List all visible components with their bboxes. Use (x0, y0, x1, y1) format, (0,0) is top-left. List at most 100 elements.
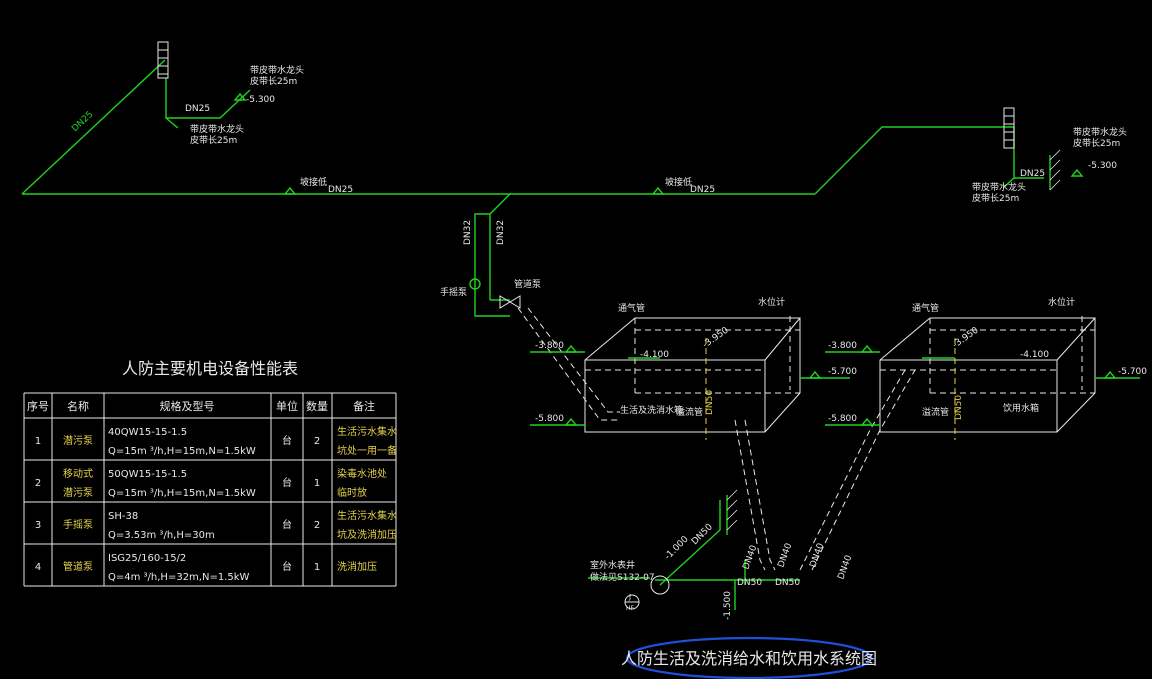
slope-markers (233, 92, 1084, 195)
label-tap-left-top-1: 带皮带水龙头 (250, 64, 304, 76)
label-elev-3950-2: -3.950 (951, 325, 981, 350)
label-dn32-1: DN32 (463, 220, 473, 245)
label-overflow-2: 溢流管 (922, 406, 949, 418)
row-3-note1: 生活污水集水 (337, 509, 397, 522)
row-1-qty: 2 (314, 436, 320, 447)
row-1-spec1: 40QW15-15-1.5 (108, 427, 187, 438)
label-tap-right-top-1: 带皮带水龙头 (1073, 126, 1127, 138)
row-3-spec2: Q=3.53m ³/h,H=30m (108, 530, 215, 541)
label-elev-1000: -1.000 (663, 534, 691, 562)
row-4-note1: 洗消加压 (337, 560, 377, 573)
row-2-unit: 台 (282, 476, 292, 489)
label-overflow-1: 溢流管 (676, 406, 703, 418)
label-dn40-1: DN40 (741, 544, 759, 571)
row-1-name: 潜污泵 (63, 434, 93, 447)
row-2-spec2: Q=15m ³/h,H=15m,N=1.5kW (108, 488, 256, 499)
table-row: 1 潜污泵 40QW15-15-1.5 Q=15m ³/h,H=15m,N=1.… (35, 425, 397, 457)
label-elev-3800-2: -3.800 (828, 341, 857, 351)
row-3-no: 3 (35, 520, 41, 531)
label-meter-no: HF (626, 605, 635, 612)
label-slope-2: 坡接低 (665, 176, 692, 188)
label-tap-right-bottom-2: 皮带长25m (972, 192, 1019, 204)
label-tap-right-top-2: 皮带长25m (1073, 137, 1120, 149)
label-elev-left: -5.300 (246, 95, 275, 105)
row-2-no: 2 (35, 478, 41, 489)
table-row: 3 手摇泵 SH-38 Q=3.53m ³/h,H=30m 台 2 生活污水集水… (35, 509, 397, 541)
label-pipe-pump: 管道泵 (514, 278, 541, 290)
pipe-pump-symbol (499, 295, 521, 309)
water-meter-symbol (588, 575, 670, 610)
elevation-leaders (530, 344, 1140, 426)
row-2-note2: 临时放 (337, 486, 367, 499)
row-3-unit: 台 (282, 518, 292, 531)
label-tank-2: 饮用水箱 (1003, 402, 1039, 414)
label-elev-5700-2: -5.700 (1118, 367, 1147, 377)
label-dn50-tank-2: DN50 (954, 395, 964, 420)
label-elev-right: -5.300 (1088, 161, 1117, 171)
title-highlight-oval (625, 636, 873, 679)
row-3-note2: 坑及洗消加压 (337, 528, 397, 541)
label-dn50-lower-1: DN50 (737, 578, 762, 588)
row-4-name: 管道泵 (63, 560, 93, 573)
tank-1-box (584, 316, 801, 440)
row-2-spec1: 50QW15-15-1.5 (108, 469, 187, 480)
row-1-no: 1 (35, 436, 41, 447)
table-header-name: 名称 (67, 399, 89, 413)
label-elev-4100-1: -4.100 (640, 350, 669, 360)
row-4-unit: 台 (282, 560, 292, 573)
label-meter-1: 室外水表井 (590, 559, 635, 571)
label-dn40-2: DN40 (776, 542, 794, 569)
label-elev-3800-1: -3.800 (535, 341, 564, 351)
table-title: 人防主要机电设备性能表 (122, 359, 298, 378)
label-elev-5700-1: -5.700 (828, 367, 857, 377)
label-elev-5800-1: -5.800 (535, 414, 564, 424)
label-dn25-main-2: DN25 (690, 185, 715, 195)
label-elev-1500: -1.500 (723, 591, 733, 620)
table-row: 2 移动式 潜污泵 50QW15-15-1.5 Q=15m ³/h,H=15m,… (35, 467, 387, 499)
row-1-note2: 坑处一用一备 (337, 444, 397, 457)
label-level-gauge-2: 水位计 (1048, 296, 1075, 308)
hand-pump-symbol (469, 278, 481, 290)
label-meter-2: 做法见S132-07 (590, 571, 655, 583)
table-header-no: 序号 (27, 399, 49, 413)
table-header-spec: 规格及型号 (160, 399, 215, 413)
label-dn25-main-1: DN25 (328, 185, 353, 195)
label-elev-5800-2: -5.800 (828, 414, 857, 424)
table-row: 4 管道泵 ISG25/160-15/2 Q=4m ³/h,H=32m,N=1.… (35, 553, 377, 583)
label-dn50-tank-1: DN50 (705, 390, 715, 415)
row-4-spec2: Q=4m ³/h,H=32m,N=1.5kW (108, 572, 250, 583)
label-hand-pump: 手摇泵 (440, 286, 467, 298)
row-2-name2: 潜污泵 (63, 486, 93, 499)
label-dn25-left-branch: DN25 (185, 104, 210, 114)
row-4-no: 4 (35, 562, 41, 573)
label-tap-left-bottom-1: 带皮带水龙头 (190, 123, 244, 135)
row-2-note1: 染毒水池处 (337, 467, 387, 480)
label-tap-left-top-2: 皮带长25m (250, 75, 297, 87)
label-dn25-right-branch: DN25 (1020, 169, 1045, 179)
tank-2-box (879, 316, 1096, 440)
left-faucet-gauge (157, 41, 169, 79)
row-1-unit: 台 (282, 434, 292, 447)
label-dn25-diagonal: DN25 (70, 110, 95, 134)
label-dn50-lower-2: DN50 (775, 578, 800, 588)
row-1-spec2: Q=15m ³/h,H=15m,N=1.5kW (108, 446, 256, 457)
label-level-gauge-1: 水位计 (758, 296, 785, 308)
row-3-name: 手摇泵 (63, 518, 93, 531)
label-slope-1: 坡接低 (300, 176, 327, 188)
label-tank-1: 生活及洗消水箱 (620, 404, 683, 416)
table-header-note: 备注 (353, 399, 375, 413)
label-dn32-2: DN32 (496, 220, 506, 245)
equipment-table-grid (23, 392, 397, 587)
label-meter-j: J (628, 593, 631, 601)
label-elev-3950-1: -3.950 (701, 325, 731, 350)
lower-gauge-hatch (726, 489, 738, 535)
label-dn40-3: DN40 (808, 542, 826, 569)
row-2-qty: 1 (314, 478, 320, 489)
right-faucet-gauge (1003, 107, 1061, 191)
label-vent-1: 通气管 (618, 302, 645, 314)
label-dn50-feed: DN50 (690, 522, 715, 547)
row-4-qty: 1 (314, 562, 320, 573)
table-header-unit: 单位 (276, 399, 298, 413)
label-tap-right-bottom-1: 带皮带水龙头 (972, 181, 1026, 193)
